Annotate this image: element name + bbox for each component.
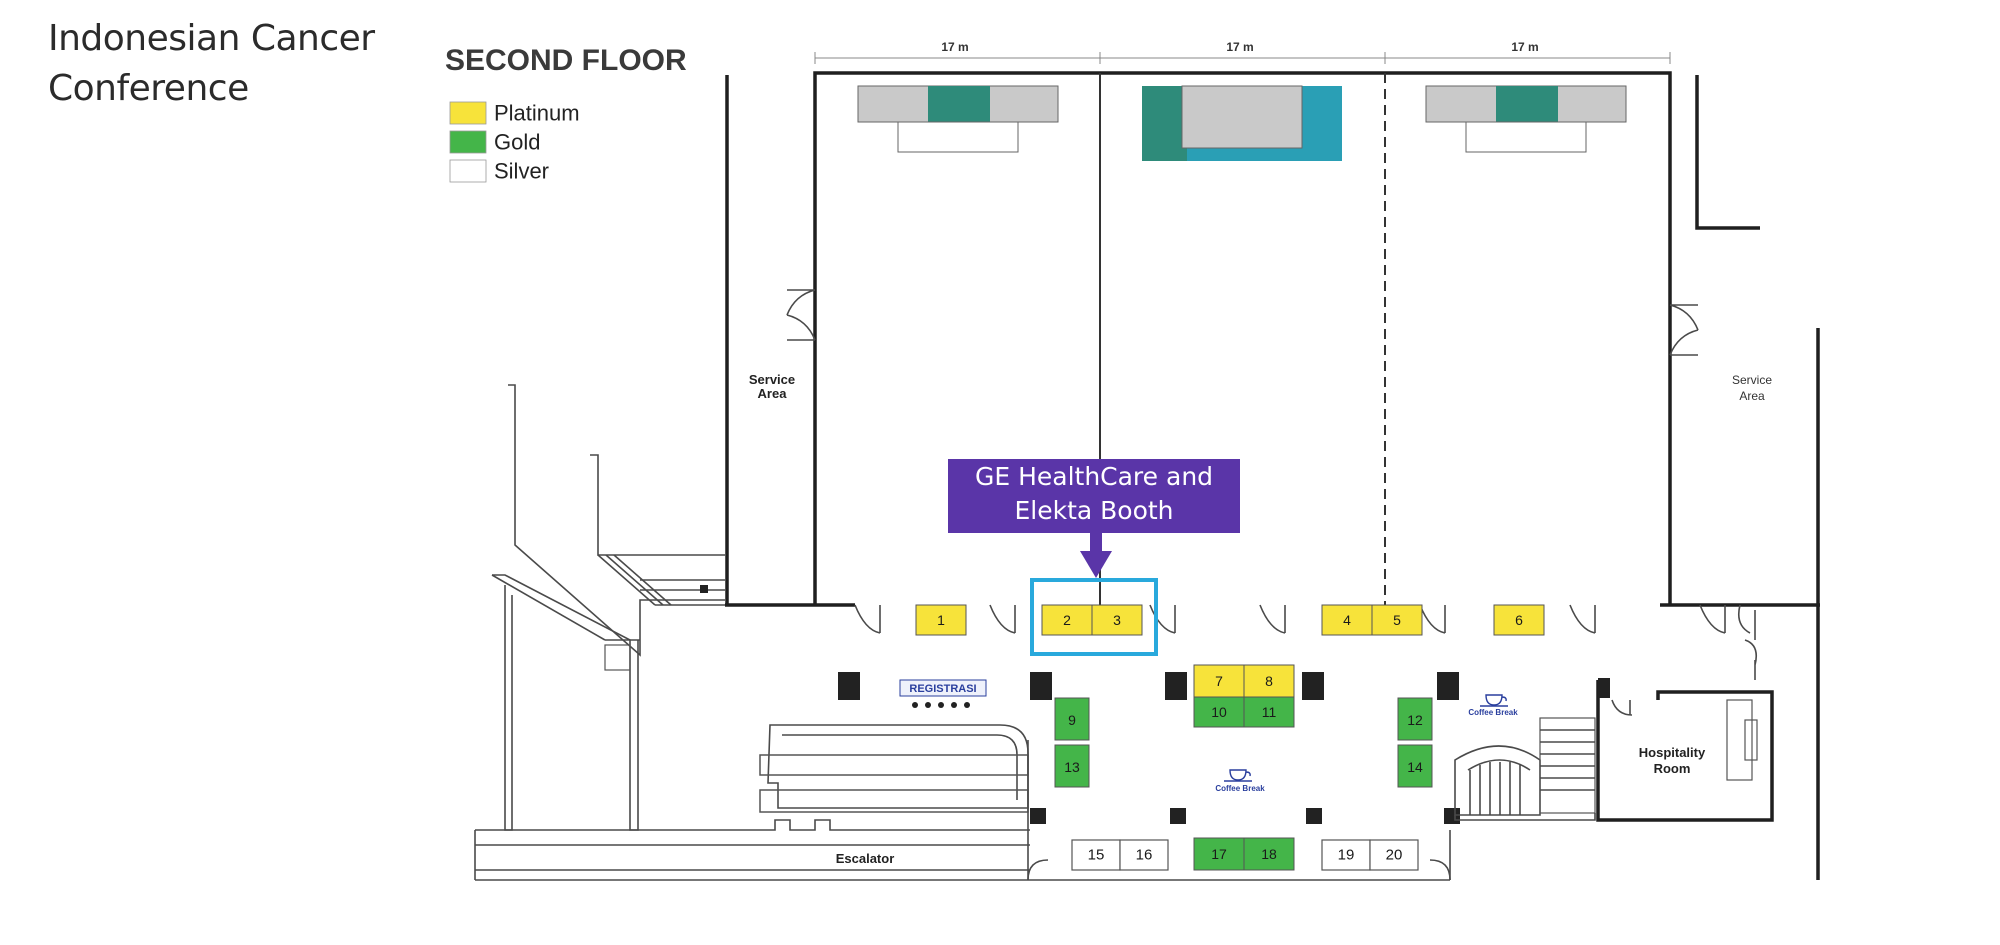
escalator-structure: Escalator [474,384,1450,881]
dimension-label-3: 17 m [1511,40,1538,54]
callout-line2: Elekta Booth [1014,496,1173,525]
booth-14-label: 14 [1407,759,1423,775]
service-area-left-label-1: Service [749,372,795,387]
booth-2-label: 2 [1063,612,1071,628]
lobby-outline [1027,740,1451,881]
booth-15-label: 15 [1088,847,1105,864]
coffee-break-right: Coffee Break [1468,694,1518,717]
escalator-label: Escalator [836,851,895,866]
service-area-right-label-1: Service [1732,373,1772,387]
booth-12-label: 12 [1407,712,1423,728]
coffee-break-center-label: Coffee Break [1215,784,1265,793]
booth-14[interactable]: 14 [1397,744,1433,788]
booth-5[interactable]: 5 [1371,604,1423,636]
booth-9-label: 9 [1068,712,1076,728]
service-area-left-label-2: Area [758,386,788,401]
booth-16[interactable]: 16 [1119,839,1169,871]
booth-12[interactable]: 12 [1397,697,1433,741]
booth-19-label: 19 [1338,847,1355,864]
booth-6[interactable]: 6 [1493,604,1545,636]
booth-5-label: 5 [1393,612,1401,628]
booth-3-label: 3 [1113,612,1121,628]
booth-4[interactable]: 4 [1321,604,1373,636]
legend-label-silver: Silver [494,159,549,184]
page-title-line1: Indonesian Cancer [48,18,375,59]
booth-17-label: 17 [1211,846,1227,862]
booth-7[interactable]: 7 [1193,664,1245,698]
booth-8[interactable]: 8 [1243,664,1295,698]
booth-11[interactable]: 11 [1243,696,1295,728]
pillars [838,672,1460,824]
booth-20[interactable]: 20 [1369,839,1419,871]
booth-15[interactable]: 15 [1071,839,1121,871]
booth-2[interactable]: 2 [1041,604,1093,636]
floor-title: SECOND FLOOR [445,44,687,77]
registration-label: REGISTRASI [909,683,976,695]
booth-9[interactable]: 9 [1054,697,1090,741]
booth-3[interactable]: 3 [1091,604,1143,636]
dimension-line: 17 m 17 m 17 m [814,40,1671,64]
booth-7-label: 7 [1215,673,1223,689]
booth-16-label: 16 [1136,847,1153,864]
hospitality-label-2: Room [1654,761,1691,776]
booth-13[interactable]: 13 [1054,744,1090,788]
page-title: Indonesian Cancer Conference [48,14,375,114]
coffee-break-center: Coffee Break [1215,769,1265,793]
callout-arrow-icon [1080,551,1112,578]
registration-desk: REGISTRASI [899,679,987,708]
coffee-break-right-label: Coffee Break [1468,708,1518,717]
legend-label-gold: Gold [494,130,540,155]
legend-swatch-gold [449,130,487,154]
callout: GE HealthCare and Elekta Booth [948,459,1240,578]
callout-box [948,459,1240,533]
dimension-label-2: 17 m [1226,40,1253,54]
booth-10[interactable]: 10 [1193,696,1245,728]
highlight-box [1030,578,1158,656]
booth-1[interactable]: 1 [915,604,967,636]
callout-line1: GE HealthCare and [975,462,1213,491]
booth-11-label: 11 [1262,704,1277,720]
booth-18[interactable]: 18 [1243,837,1295,871]
booth-4-label: 4 [1343,612,1351,628]
booth-20-label: 20 [1386,847,1403,864]
booth-6-label: 6 [1515,612,1523,628]
page-title-line2: Conference [48,68,249,109]
legend: Platinum Gold Silver [449,101,580,184]
legend-label-platinum: Platinum [494,101,580,126]
booth-1-label: 1 [937,612,945,628]
right-stairs [1454,717,1596,821]
hospitality-room: Hospitality Room [1596,604,1774,822]
booth-13-label: 13 [1064,759,1080,775]
legend-swatch-platinum [449,101,487,125]
booth-17[interactable]: 17 [1193,837,1245,871]
service-area-right-label-2: Area [1739,389,1765,403]
stage-screens [857,85,1627,161]
booth-8-label: 8 [1265,673,1273,689]
booth-18-label: 18 [1261,846,1277,862]
legend-swatch-silver [449,159,487,183]
booth-10-label: 10 [1211,704,1227,720]
dimension-label-1: 17 m [941,40,968,54]
main-hall [725,71,1820,880]
hospitality-label-1: Hospitality [1639,745,1706,760]
booth-19[interactable]: 19 [1321,839,1371,871]
